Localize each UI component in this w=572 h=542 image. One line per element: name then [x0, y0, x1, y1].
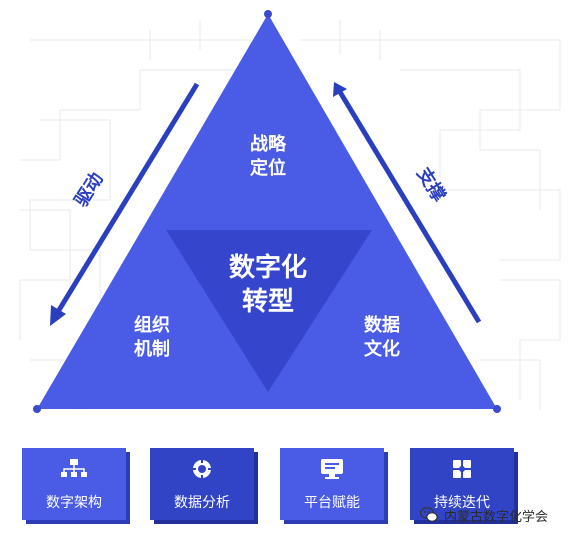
- outer-vertex-dots: [33, 10, 501, 413]
- digital-transformation-label: 数字化 转型: [228, 253, 307, 317]
- watermark: 内蒙古数字化学会: [420, 504, 548, 526]
- puzzle-icon: [453, 460, 471, 478]
- org-chart-icon: [61, 459, 87, 477]
- card-digital-architecture: 数字架构: [22, 448, 126, 520]
- left-arrow: [50, 82, 200, 326]
- card-data-analysis: 数据分析: [150, 448, 254, 520]
- monitor-icon: [321, 459, 343, 479]
- organization-mechanism-label: 组织 机制: [134, 315, 170, 361]
- background-grid-lines: [19, 20, 561, 410]
- inner-triangle: [166, 230, 372, 392]
- card-label: 数据分析: [174, 495, 230, 511]
- target-icon: [192, 459, 212, 479]
- data-culture-label: 数据 文化: [364, 315, 400, 361]
- card-label: 数字架构: [46, 495, 102, 511]
- card-platform-enablement: 平台赋能: [280, 448, 384, 520]
- card-label: 平台赋能: [304, 495, 360, 511]
- strategy-positioning-label: 战略 定位: [250, 134, 286, 180]
- card-label: 持续迭代: [434, 495, 490, 511]
- watermark-text: 内蒙古数字化学会: [444, 509, 549, 525]
- right-arrow: [333, 82, 482, 324]
- outer-triangle: [37, 14, 497, 409]
- wechat-icon: [420, 507, 438, 522]
